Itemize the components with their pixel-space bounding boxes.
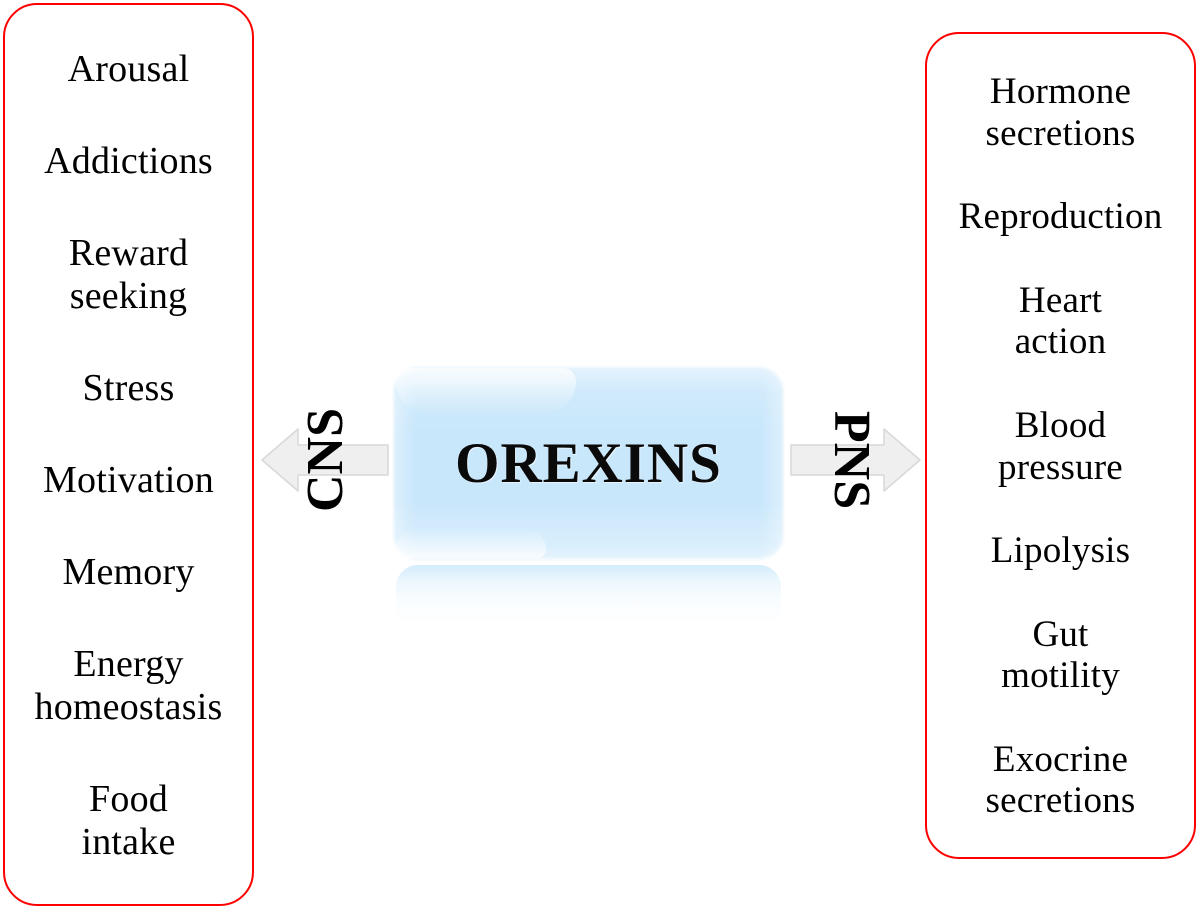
list-item: Lipolysis	[990, 530, 1131, 572]
list-item: Heart action	[1014, 279, 1107, 363]
orexins-center-box: OREXINS	[392, 365, 785, 561]
list-item: Arousal	[67, 47, 190, 90]
list-item: Addictions	[44, 139, 213, 182]
orexins-box-reflection	[396, 565, 781, 637]
list-item: Reproduction	[958, 196, 1163, 238]
pns-connector: PNS	[787, 380, 922, 540]
list-item: Blood pressure	[998, 405, 1123, 488]
cns-connector: CNS	[260, 380, 390, 540]
list-item: Motivation	[43, 458, 214, 501]
list-item: Food intake	[81, 777, 176, 863]
arrow-left-icon	[261, 428, 389, 492]
list-item: Energy homeostasis	[34, 643, 223, 728]
list-item: Hormone secretions	[985, 71, 1136, 154]
list-item: Reward seeking	[68, 232, 189, 317]
arrow-right-icon	[790, 428, 921, 492]
cns-effects-panel: Arousal Addictions Reward seeking Stress…	[3, 3, 254, 906]
list-item: Stress	[82, 366, 175, 409]
diagram-center-stage: CNS OREXINS PNS	[255, 0, 925, 915]
list-item: Exocrine secretions	[985, 739, 1136, 822]
list-item: Gut motility	[1001, 613, 1120, 697]
page-title: OREXINS	[455, 431, 722, 495]
pns-effects-panel: Hormone secretions Reproduction Heart ac…	[925, 32, 1196, 859]
list-item: Memory	[62, 551, 195, 594]
